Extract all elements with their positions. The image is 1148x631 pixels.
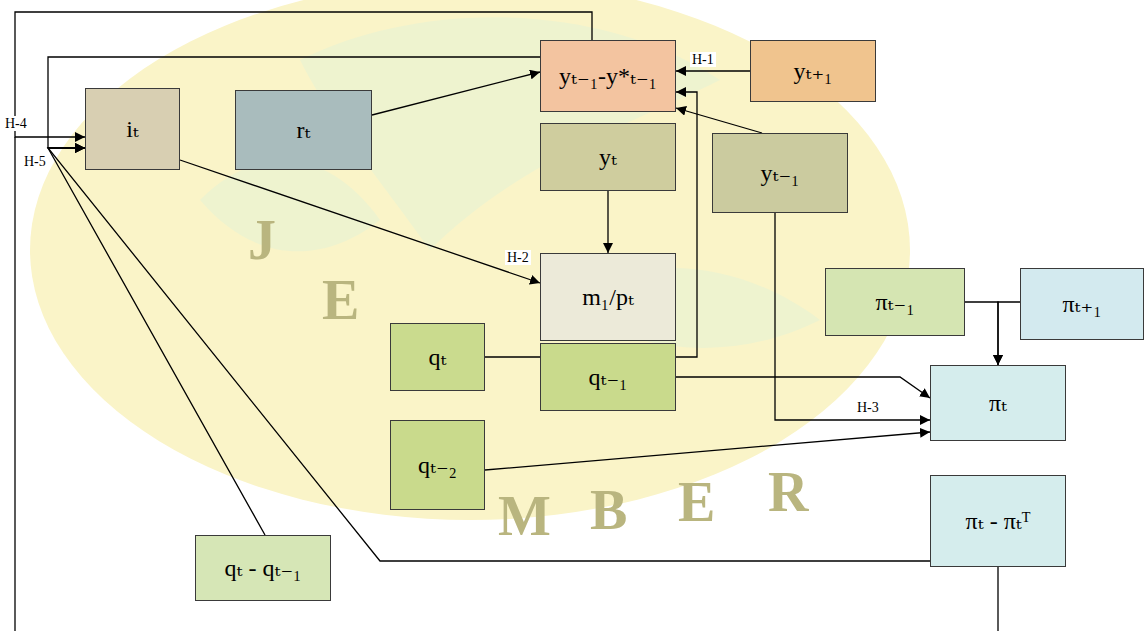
arrow-connector	[485, 432, 930, 470]
arrow-connector	[676, 70, 750, 71]
variable-name: yₜ₋₁-y*ₜ₋₁	[559, 62, 657, 91]
variable-name: qₜ₋₁	[589, 363, 628, 392]
variable-box: yₜ	[540, 123, 676, 191]
variable-box: qₜ	[390, 323, 485, 391]
arrow-connector	[965, 302, 998, 365]
watermark-letter: B	[590, 482, 627, 538]
arrow-connector	[372, 72, 540, 115]
hypothesis-label: H-1	[690, 52, 716, 67]
variable-name: πₜ₋₁	[875, 288, 914, 317]
variable-box: rₜ	[235, 90, 372, 170]
variable-name: πₜ	[989, 389, 1007, 418]
variable-name: yₜ₋₁	[761, 159, 800, 188]
hypothesis-label: H-3	[855, 400, 881, 415]
arrow-connector	[676, 377, 930, 398]
watermark-letter: E	[322, 272, 359, 328]
variable-box: πₜ₋₁	[825, 268, 965, 336]
arrow-connector	[607, 191, 608, 253]
variable-box: qₜ₋₂	[390, 420, 485, 510]
hypothesis-label: H-5	[22, 154, 48, 169]
variable-box: m₁/pₜ	[540, 253, 676, 341]
variable-box: yₜ₊₁	[750, 40, 876, 102]
variable-box: πₜ₊₁	[1020, 268, 1144, 340]
arrow-connector	[485, 92, 697, 357]
arrow-connector	[180, 160, 540, 283]
loop-line	[14, 137, 15, 631]
hypothesis-label: H-4	[3, 116, 29, 131]
variable-name: qₜ₋₂	[418, 451, 457, 480]
watermark-ground	[30, 0, 910, 520]
variable-name: qₜ	[429, 343, 447, 372]
variable-box: qₜ - qₜ₋₁	[195, 535, 331, 601]
variable-box: yₜ₋₁-y*ₜ₋₁	[540, 40, 676, 112]
variable-name: πₜ₊₁	[1062, 290, 1101, 319]
watermark-letter: E	[678, 474, 715, 530]
variable-box: πₜ	[930, 365, 1066, 441]
watermark-leaf	[200, 161, 380, 252]
variable-box: yₜ₋₁	[712, 133, 848, 213]
variable-name: rₜ	[297, 116, 311, 145]
hypothesis-label: H-2	[505, 250, 531, 265]
variable-name: πₜ - πₜᵀ	[966, 507, 1031, 536]
variable-name: yₜ	[599, 143, 617, 172]
arrow-connector	[48, 148, 265, 535]
watermark-letter: M	[498, 488, 551, 544]
watermark-letter: R	[768, 464, 808, 520]
watermark-letter: J	[248, 212, 276, 268]
arrow-connector	[676, 108, 762, 133]
variable-box: πₜ - πₜᵀ	[930, 475, 1066, 567]
variable-name: yₜ₊₁	[794, 57, 833, 86]
variable-box: qₜ₋₁	[540, 343, 676, 411]
arrow-connector	[998, 302, 1020, 365]
variable-name: qₜ - qₜ₋₁	[225, 554, 302, 583]
loop-line	[997, 567, 998, 631]
variable-name: iₜ	[126, 115, 139, 144]
variable-box: iₜ	[85, 88, 180, 170]
variable-name: m₁/pₜ	[582, 283, 634, 312]
